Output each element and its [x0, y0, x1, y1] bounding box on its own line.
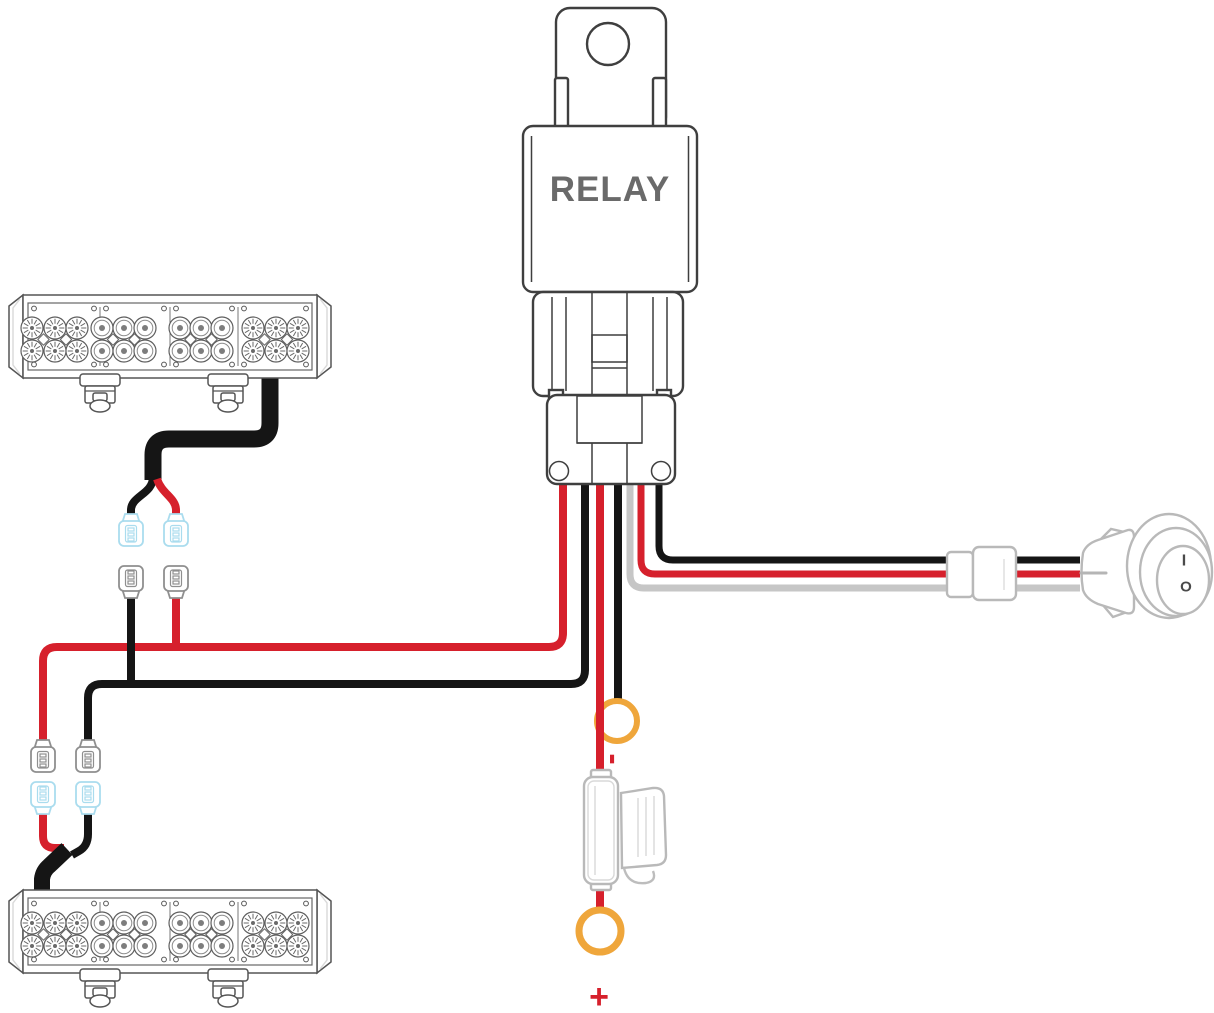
positive-terminal-label: +: [589, 978, 609, 1013]
relay-socket-upper: [531, 290, 685, 398]
switch-connector-large: [971, 545, 1018, 602]
rocker-switch: I O: [945, 512, 1214, 620]
switch-on-label: I: [1182, 553, 1186, 570]
wire-red-lights-feed: [39, 470, 567, 742]
bottom-bar-cable: [34, 843, 73, 895]
female-spade-connector: [163, 513, 189, 547]
bottom-bar-lead-red: [39, 812, 64, 852]
battery-connection: - +: [575, 753, 668, 1013]
bottom-bar-pigtail: [34, 812, 92, 895]
relay: RELAY: [521, 6, 699, 486]
top-bar-lead-red: [153, 477, 180, 516]
male-spade-connector: [118, 565, 144, 599]
female-spade-connector: [118, 513, 144, 547]
ring-terminal-positive: [575, 906, 625, 956]
switch-off-label: O: [1180, 579, 1192, 596]
relay-mounting-hole: [585, 21, 631, 67]
inline-fuse-holder: [582, 768, 668, 892]
negative-terminal-label: -: [595, 753, 633, 764]
wire-gray-switch: [626, 470, 1080, 592]
fuse-holder-latch: [622, 867, 656, 885]
top-bar-pigtail: [127, 372, 279, 516]
switch-connector-small: [945, 550, 975, 599]
bottom-bar-lead-black: [70, 812, 92, 859]
male-spade-connector: [163, 565, 189, 599]
female-spade-connector: [75, 781, 101, 815]
relay-body: [521, 124, 699, 294]
wire-black-lights-feed: [84, 470, 589, 742]
relay-socket-lower: [545, 388, 677, 486]
fuse-holder-cover: [619, 786, 668, 870]
switch-rocker[interactable]: [1155, 544, 1211, 616]
male-spade-connector: [30, 739, 56, 773]
top-bar-lead-black: [127, 476, 157, 516]
wire-black-switch: [655, 470, 1080, 564]
wire-red-switch: [637, 470, 1080, 578]
harness-wires: [39, 470, 1080, 910]
fuse-holder-body: [582, 775, 620, 886]
male-spade-connector: [75, 739, 101, 773]
female-spade-connector: [30, 781, 56, 815]
relay-label: RELAY: [550, 170, 670, 209]
top-bar-cable: [144, 372, 279, 480]
